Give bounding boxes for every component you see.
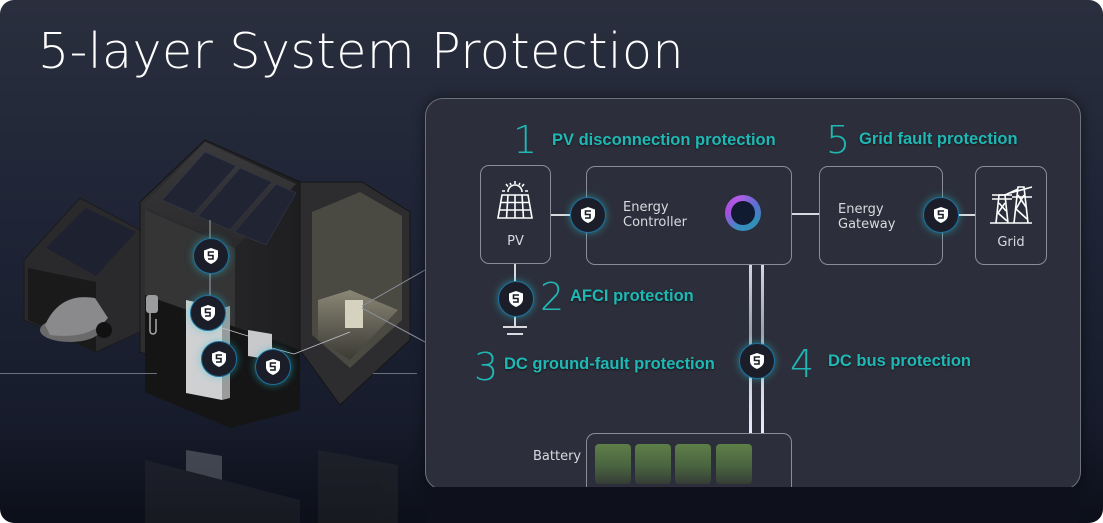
panel-bottom-mask bbox=[426, 487, 1079, 523]
page-title: 5-layer System Protection bbox=[38, 23, 685, 80]
wire-pv-controller bbox=[550, 214, 570, 216]
battery-label: Battery bbox=[533, 449, 582, 464]
solar-panel-icon bbox=[497, 181, 533, 219]
battery-cell-4 bbox=[716, 444, 752, 484]
shield-icon bbox=[750, 353, 764, 369]
battery-cell-2 bbox=[635, 444, 671, 484]
shield-pv-disconnection bbox=[570, 197, 606, 233]
ground-symbol-bottom bbox=[507, 333, 523, 335]
power-tower-icon bbox=[990, 186, 1033, 224]
house-shield-marker-3 bbox=[201, 341, 237, 377]
energy-gateway-label-line2: Gateway bbox=[838, 217, 896, 232]
shield-dc-bus bbox=[739, 343, 775, 379]
shield-grid-fault bbox=[923, 197, 959, 233]
horizon-line-right bbox=[373, 373, 417, 374]
ground-symbol-top bbox=[503, 326, 527, 328]
status-ring-icon bbox=[725, 195, 761, 231]
protection-label-2: AFCI protection bbox=[570, 287, 694, 305]
shield-icon bbox=[212, 351, 226, 367]
protection-number-1: 1 bbox=[513, 118, 538, 162]
protection-number-3: 3 bbox=[474, 345, 499, 389]
shield-icon bbox=[204, 248, 218, 264]
house-shield-marker-1 bbox=[193, 238, 229, 274]
protection-label-5: Grid fault protection bbox=[859, 130, 1018, 148]
protection-number-4: 4 bbox=[790, 342, 815, 386]
energy-controller-label-line1: Energy bbox=[623, 200, 669, 215]
horizon-line-left bbox=[0, 373, 157, 374]
grid-label: Grid bbox=[997, 235, 1025, 250]
shield-icon bbox=[934, 207, 948, 223]
energy-gateway-label-line1: Energy bbox=[838, 202, 884, 217]
protection-label-3: DC ground-fault protection bbox=[504, 355, 715, 373]
protection-number-2: 2 bbox=[540, 275, 565, 319]
house-illustration bbox=[0, 120, 430, 523]
shield-icon bbox=[201, 305, 215, 321]
grid-node: Grid bbox=[975, 166, 1047, 265]
battery-cell-3 bbox=[675, 444, 711, 484]
shield-icon bbox=[266, 359, 280, 375]
house-shield-marker-2 bbox=[190, 295, 226, 331]
shield-icon bbox=[581, 207, 595, 223]
battery-cell-1 bbox=[595, 444, 631, 484]
protection-label-1: PV disconnection protection bbox=[552, 131, 776, 149]
protection-diagram-panel bbox=[425, 98, 1081, 490]
pv-node: PV bbox=[480, 165, 551, 264]
protection-number-5: 5 bbox=[826, 118, 851, 162]
wire-pv-afci bbox=[514, 263, 516, 283]
wire-gateway-grid bbox=[958, 214, 976, 216]
house-shield-marker-4 bbox=[255, 349, 291, 385]
wire-afci-ground bbox=[514, 314, 516, 326]
energy-controller-node: Energy Controller bbox=[586, 166, 792, 265]
wire-controller-gateway bbox=[790, 213, 820, 215]
pv-label: PV bbox=[507, 234, 524, 249]
shield-afci bbox=[498, 281, 534, 317]
energy-gateway-node: Energy Gateway bbox=[819, 166, 943, 265]
energy-controller-label-line2: Controller bbox=[623, 215, 687, 230]
protection-label-4: DC bus protection bbox=[828, 352, 971, 370]
shield-icon bbox=[509, 291, 523, 307]
